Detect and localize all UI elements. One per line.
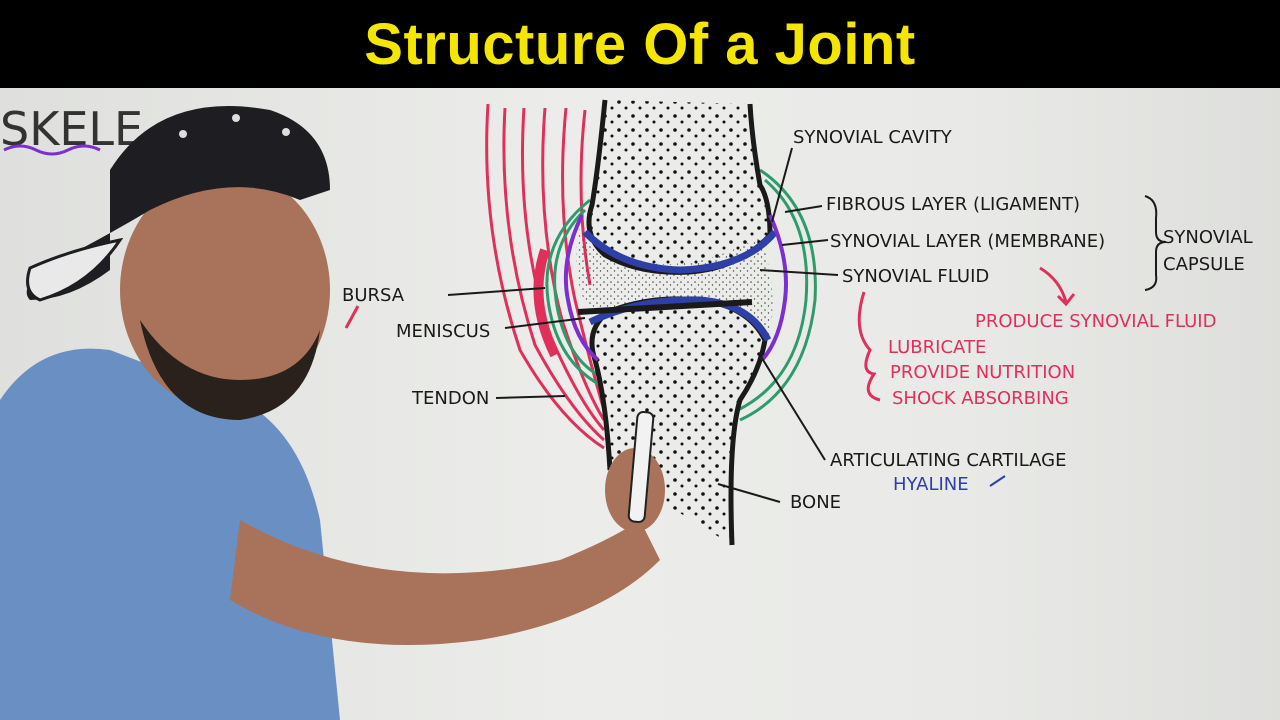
label-synovial-layer: SYNOVIAL LAYER (MEMBRANE) xyxy=(830,231,1105,252)
synovial-membrane-right xyxy=(760,214,788,362)
tendon-muscle xyxy=(485,103,606,450)
label-tendon: TENDON xyxy=(411,388,489,409)
arrow-produce xyxy=(1039,266,1068,303)
upper-bone xyxy=(586,99,773,275)
board-underline xyxy=(3,144,101,156)
page-title: Structure Of a Joint xyxy=(364,11,916,77)
label-synovial-fluid: SYNOVIAL FLUID xyxy=(842,266,989,287)
label-nutrition: PROVIDE NUTRITION xyxy=(890,362,1075,383)
label-bone: BONE xyxy=(790,492,841,513)
label-produce: PRODUCE SYNOVIAL FLUID xyxy=(975,311,1216,332)
label-articulating: ARTICULATING CARTILAGE xyxy=(830,450,1067,471)
label-synovial-capsule-1: SYNOVIAL xyxy=(1163,227,1253,248)
synovial-membrane-left xyxy=(563,214,600,362)
meniscus-shape xyxy=(577,299,753,315)
label-bursa: BURSA xyxy=(342,285,405,306)
label-lubricate: LUBRICATE xyxy=(888,337,986,358)
leader-lines xyxy=(447,147,839,503)
label-hyaline: HYALINE xyxy=(893,474,969,495)
label-shock: SHOCK ABSORBING xyxy=(892,388,1069,409)
arrow-head xyxy=(1056,293,1076,307)
presenter xyxy=(0,106,665,720)
arrow-functions xyxy=(857,291,881,402)
upper-cartilage xyxy=(582,229,778,274)
label-meniscus: MENISCUS xyxy=(396,321,490,342)
label-synovial-capsule-2: CAPSULE xyxy=(1163,254,1245,275)
label-fibrous-layer: FIBROUS LAYER (LIGAMENT) xyxy=(826,194,1080,215)
arrow-hyaline xyxy=(989,475,1006,487)
fibrous-layer xyxy=(545,168,817,422)
arrow-bursa xyxy=(344,305,360,329)
label-synovial-cavity: SYNOVIAL CAVITY xyxy=(793,127,953,148)
capsule-bracket xyxy=(1144,195,1167,291)
title-bar: Structure Of a Joint xyxy=(0,0,1280,88)
